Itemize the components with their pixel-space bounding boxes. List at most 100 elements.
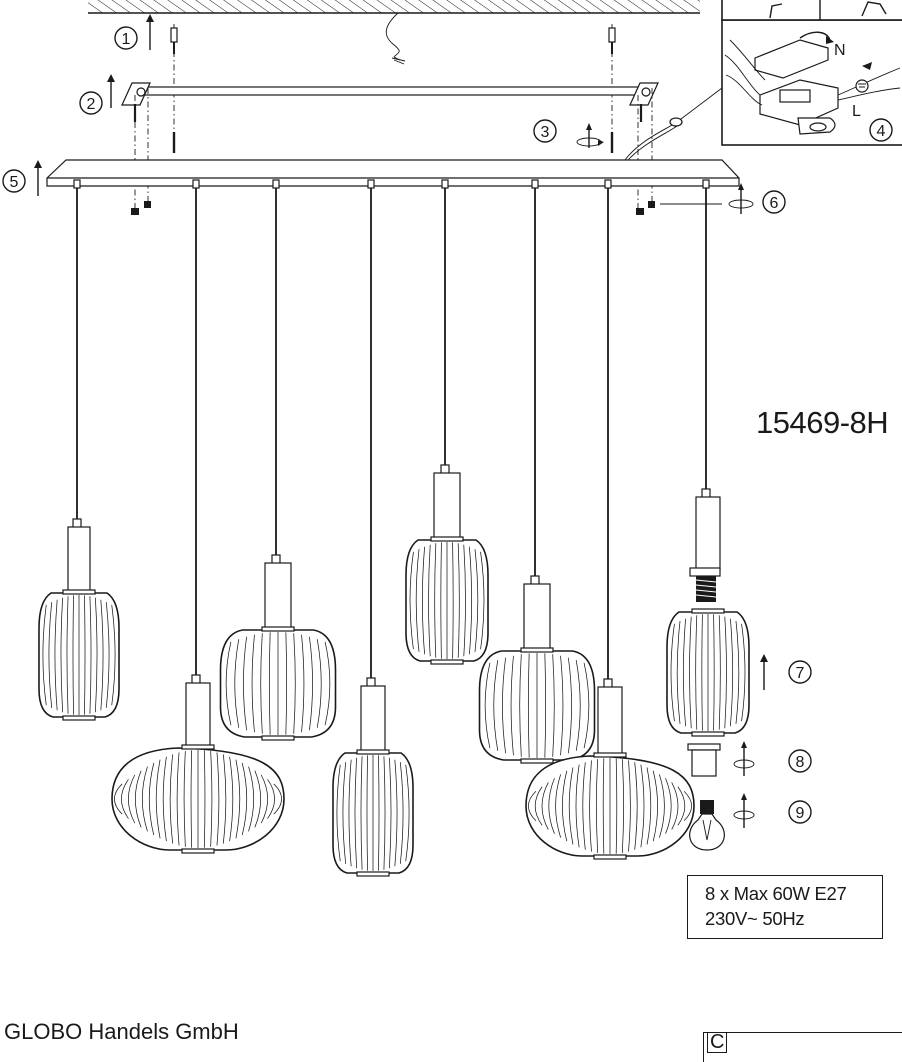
shade-rib (724, 616, 727, 729)
lamp-holder (523, 583, 551, 655)
shade-rib (415, 549, 420, 652)
shade-rib (474, 549, 479, 652)
shade-rib (248, 766, 255, 832)
shade-rib (671, 782, 679, 830)
shade-rib (596, 759, 599, 853)
shade-rib (463, 544, 466, 657)
shade-rib (741, 623, 746, 722)
ceiling-screws (170, 24, 616, 153)
shade-rib (665, 778, 672, 834)
shade-collar (520, 647, 554, 653)
shade-collar (593, 752, 627, 758)
shade-rib (646, 767, 652, 845)
shade-rib (273, 783, 282, 815)
shade-rib (399, 762, 404, 864)
shade-rib (640, 764, 645, 848)
mains-cable (385, 12, 401, 61)
step-7-label: 7 (796, 665, 805, 682)
shade-rib (60, 597, 64, 713)
shade-rib (634, 762, 638, 850)
shade-rib (336, 764, 341, 862)
cable-gripper (604, 179, 612, 189)
shade-rib (568, 657, 572, 754)
shade-rib (621, 759, 624, 853)
step-2-label: 2 (87, 96, 96, 113)
lamp-holder (695, 496, 721, 570)
shade-bottom-rim (181, 848, 215, 854)
shade-rib (348, 759, 352, 867)
shade-rib (383, 756, 386, 870)
shade-ribs (409, 542, 485, 659)
neutral-label: N (834, 42, 846, 59)
step-6-label: 6 (770, 195, 779, 212)
shade-rib (730, 618, 734, 727)
shade-rib (405, 764, 410, 862)
shade-rib (469, 546, 473, 655)
cable-gripper (702, 179, 710, 189)
pendant-lamp-3 (219, 179, 337, 741)
shade-rib (203, 750, 206, 848)
ceiling (88, 0, 700, 14)
shade-rib (251, 634, 255, 733)
shade-rib (225, 641, 232, 726)
wiring-detail: N L (721, 0, 902, 146)
step-4-label: 4 (877, 123, 886, 140)
company-name: GLOBO Handels GmbH (4, 1019, 239, 1044)
shade-rib (428, 544, 431, 657)
shade-rib (94, 597, 98, 713)
step-markers: 1 2 3 4 5 6 7 8 9 (2, 26, 893, 824)
shade-rib (241, 762, 248, 836)
shade-rib (718, 615, 721, 730)
shade-ribs (42, 595, 116, 715)
shade-collar (261, 626, 295, 632)
shade-rib (602, 758, 605, 854)
shade-collar (62, 589, 96, 595)
shade-rib (652, 770, 658, 842)
shade-rib (575, 660, 581, 751)
model-number: 15469-8H (756, 405, 889, 440)
thread-line (695, 594, 717, 598)
shade-rib (162, 756, 167, 842)
lamp-holder (67, 526, 91, 600)
lamp-holder (185, 682, 211, 754)
pendant-lamp-2 (111, 179, 285, 854)
shade-rib (309, 636, 313, 731)
pendant-lamp-5 (405, 179, 489, 665)
shade-bottom-rim (62, 715, 96, 721)
shade-bottom-rim (356, 871, 390, 877)
shade-collar (181, 744, 215, 750)
shade-rib (713, 614, 715, 731)
pendant-lamps (38, 179, 750, 877)
cable-gripper (441, 179, 449, 189)
shade-rib (552, 654, 555, 757)
shade-rib (121, 779, 129, 819)
cable-gripper (73, 179, 81, 189)
shade-collar (691, 608, 725, 614)
shade-rib (568, 767, 574, 845)
shade-rib (324, 641, 331, 726)
shade-rib (615, 758, 618, 854)
pendant-lamp-1 (38, 179, 120, 721)
shade-rib (582, 762, 586, 850)
shade-ribs (670, 613, 746, 731)
shade-rib (575, 764, 580, 848)
shade-rib (452, 542, 454, 659)
cable-clamp (669, 117, 683, 127)
mounting-rail (121, 82, 659, 210)
cap-nuts (131, 201, 655, 215)
thread-line (695, 589, 717, 593)
shade-ribs (484, 653, 590, 758)
shade-rib (589, 760, 592, 852)
shade-rib (169, 754, 174, 844)
spec-line-wattage: 8 x Max 60W E27 (705, 883, 847, 904)
shade-rib (176, 752, 180, 846)
shade-rib (378, 755, 380, 871)
shade-rib (260, 633, 263, 734)
spec-line-voltage: 230V~ 50Hz (705, 908, 805, 929)
shade-rib (583, 662, 590, 749)
conformity-mark: C (703, 1032, 902, 1062)
shade-rib (440, 542, 442, 659)
shade-rib (480, 551, 485, 650)
shade-rib (293, 633, 296, 734)
shade-rib (659, 774, 665, 838)
